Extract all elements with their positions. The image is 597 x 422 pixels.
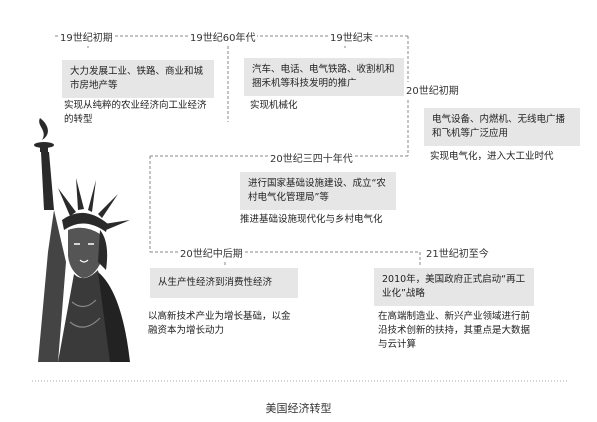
milestone-box-19c-early: 大力发展工业、铁路、商业和城市房地产等 — [62, 60, 214, 98]
description-20c-1930s: 推进基础设施现代化与乡村电气化 — [240, 214, 383, 225]
milestone-box-20c-mid-late: 从生产性经济到消费性经济 — [150, 268, 298, 298]
period-19c-early: 19世纪初期 — [58, 29, 115, 44]
description-20c-early: 实现电气化，进入大工业时代 — [430, 151, 554, 162]
milestone-box-19c-60s-end: 汽车、电话、电气铁路、收割机和捆禾机等科技发明的推广 — [244, 58, 404, 96]
period-21c-to-now: 21世纪初至今 — [424, 245, 491, 260]
period-20c-1930s-40s: 20世纪三四十年代 — [268, 150, 355, 165]
milestone-box-21c: 2010年，美国政府正式启动“再工业化”战略 — [374, 268, 534, 306]
milestone-box-20c-early: 电气设备、内燃机、无线电广播和飞机等广泛应用 — [424, 108, 580, 146]
description-20c-mid-late: 以高新技术产业为增长基础，以金融资本为增长动力 — [148, 311, 291, 336]
milestone-box-20c-1930s: 进行国家基础设施建设、成立“农村电气化管理局”等 — [240, 172, 396, 210]
period-19c-1860s: 19世纪60年代 — [188, 29, 258, 44]
statue-of-liberty-icon — [34, 118, 130, 362]
period-19c-end: 19世纪末 — [328, 29, 375, 44]
description-19c-early: 实现从纯粹的农业经济向工业经济的转型 — [64, 100, 207, 125]
figure-caption: 美国经济转型 — [265, 402, 332, 415]
period-20c-mid-late: 20世纪中后期 — [178, 245, 245, 260]
description-21c: 在高端制造业、新兴产业领域进行前沿技术创新的扶持，其重点是大数据与云计算 — [378, 311, 531, 350]
period-20c-early: 20世纪初期 — [404, 82, 461, 97]
description-19c-60s-end: 实现机械化 — [250, 100, 298, 111]
